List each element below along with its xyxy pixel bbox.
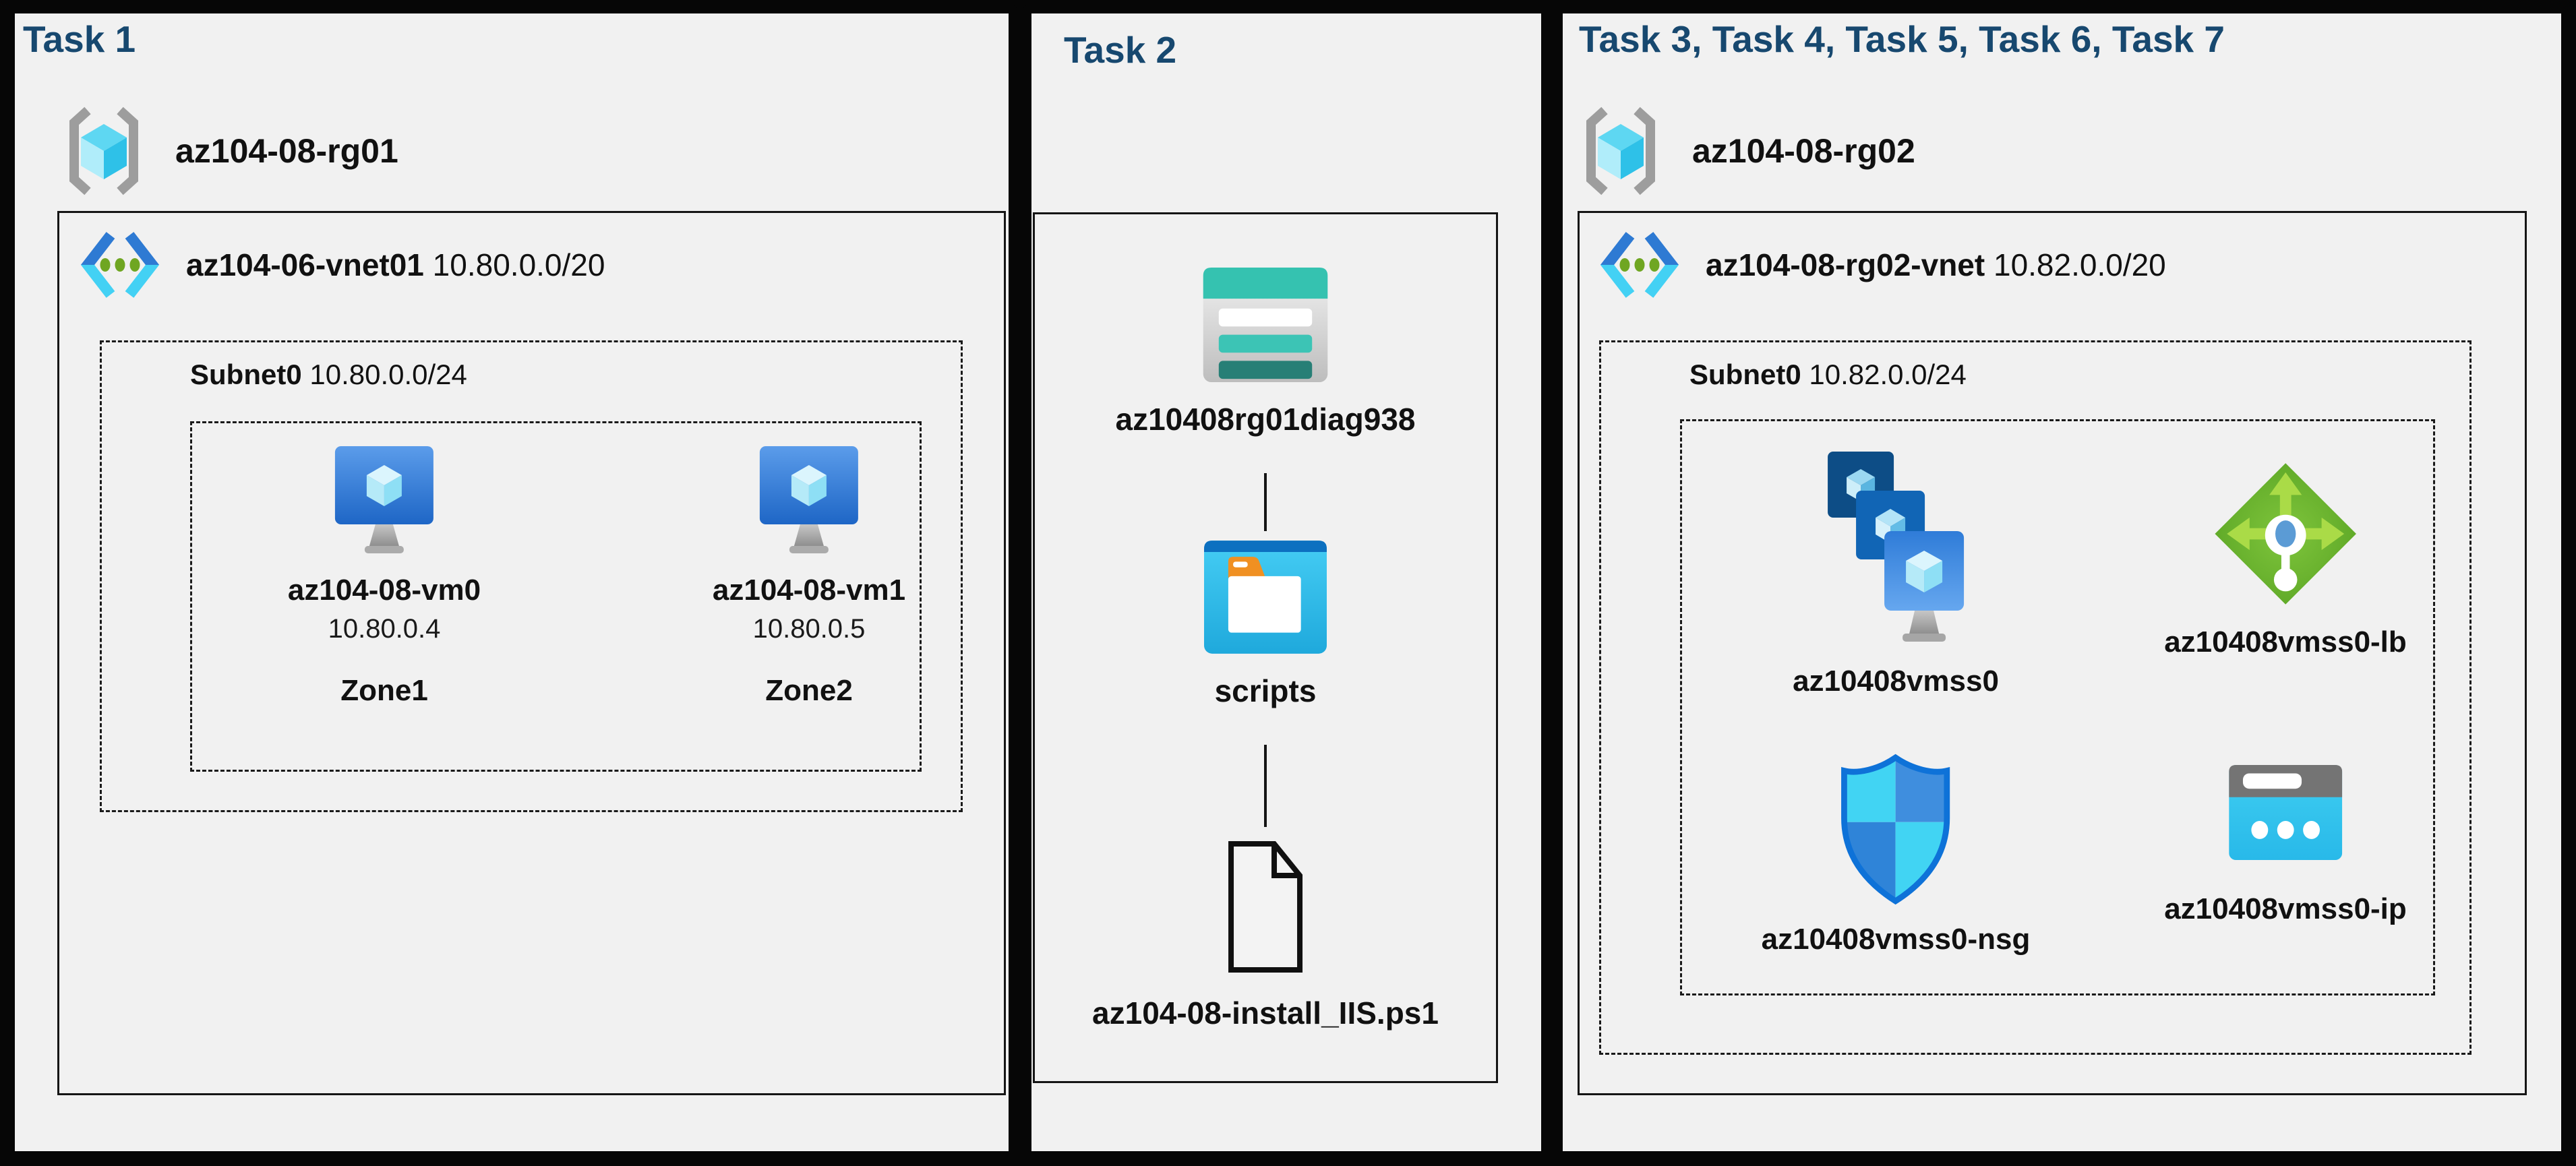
virtual-network-icon bbox=[1600, 232, 1679, 298]
file-document-icon bbox=[1228, 841, 1302, 973]
storage-account-block: az10408rg01diag938 bbox=[1115, 268, 1416, 437]
subnet-cidr: 10.80.0.0/24 bbox=[309, 359, 467, 390]
resource-group-name: az104-08-rg02 bbox=[1692, 132, 1915, 170]
subnet-name: Subnet0 bbox=[1689, 359, 1801, 390]
panel-task1 bbox=[7, 5, 1017, 1159]
task1-title: Task 1 bbox=[23, 18, 136, 60]
vnet-name: az104-06-vnet01 bbox=[186, 247, 424, 282]
script-file-name: az104-08-install_IIS.ps1 bbox=[1092, 995, 1439, 1031]
subnet-cidr: 10.82.0.0/24 bbox=[1809, 359, 1967, 390]
resource-group-row-rg01: az104-08-rg01 bbox=[61, 106, 398, 195]
virtual-machine-icon bbox=[759, 446, 858, 553]
panel-tasks3-7 bbox=[1555, 5, 2569, 1159]
vm-ip: 10.80.0.4 bbox=[328, 614, 441, 644]
load-balancer-name: az10408vmss0-lb bbox=[2164, 625, 2407, 658]
vnet-row-1: az104-06-vnet01 10.80.0.0/20 bbox=[80, 231, 605, 299]
container-block: scripts bbox=[1204, 541, 1327, 709]
network-security-group-shield-icon bbox=[1841, 754, 1950, 905]
vmss-group-box bbox=[1680, 419, 2435, 995]
nsg-block: az10408vmss0-nsg bbox=[1761, 754, 2031, 956]
vm-ip: 10.80.0.5 bbox=[752, 614, 866, 644]
subnet-box-2 bbox=[1599, 340, 2472, 1055]
vnet-label: az104-08-rg02-vnet 10.82.0.0/20 bbox=[1706, 247, 2166, 283]
vnet-label: az104-06-vnet01 10.80.0.0/20 bbox=[186, 247, 605, 283]
connector-line bbox=[1264, 473, 1267, 531]
public-ip-block: az10408vmss0-ip bbox=[2164, 765, 2407, 926]
task2-title: Task 2 bbox=[1064, 29, 1177, 71]
vnet-box-2 bbox=[1578, 211, 2527, 1095]
connector-line bbox=[1264, 745, 1267, 827]
load-balancer-icon bbox=[2215, 463, 2356, 605]
subnet-label-1: Subnet0 10.80.0.0/24 bbox=[190, 359, 467, 391]
resource-group-icon bbox=[1586, 106, 1655, 195]
vm1-block: az104-08-vm1 10.80.0.5 Zone2 bbox=[713, 445, 905, 708]
virtual-machine-icon bbox=[334, 446, 433, 553]
public-ip-name: az10408vmss0-ip bbox=[2164, 892, 2407, 925]
vm0-block: az104-08-vm0 10.80.0.4 Zone1 bbox=[288, 445, 481, 708]
subnet-box-1 bbox=[100, 340, 963, 812]
vm-name: az104-08-vm0 bbox=[287, 574, 481, 607]
public-ip-icon bbox=[2229, 765, 2342, 860]
virtual-network-icon bbox=[80, 232, 160, 298]
task2-content-box bbox=[1033, 212, 1498, 1083]
load-balancer-block: az10408vmss0-lb bbox=[2164, 460, 2407, 659]
script-file-block: az104-08-install_IIS.ps1 bbox=[1092, 838, 1439, 1031]
nsg-name: az10408vmss0-nsg bbox=[1761, 923, 2031, 956]
storage-account-name: az10408rg01diag938 bbox=[1115, 402, 1416, 437]
vnet-cidr: 10.80.0.0/20 bbox=[432, 247, 605, 282]
subnet-label-2: Subnet0 10.82.0.0/24 bbox=[1689, 359, 1967, 391]
vm-name: az104-08-vm1 bbox=[712, 574, 906, 607]
resource-group-row-rg02: az104-08-rg02 bbox=[1578, 106, 1915, 195]
tasks3-7-title: Task 3, Task 4, Task 5, Task 6, Task 7 bbox=[1579, 18, 2225, 60]
container-name: scripts bbox=[1214, 673, 1317, 708]
vnet-name: az104-08-rg02-vnet bbox=[1706, 247, 1985, 282]
storage-account-icon bbox=[1203, 268, 1328, 382]
resource-group-icon bbox=[69, 106, 138, 195]
blob-container-folder-icon bbox=[1204, 541, 1327, 654]
vm-zone: Zone2 bbox=[765, 674, 853, 707]
vm-group-box bbox=[190, 421, 922, 772]
vnet-box-1 bbox=[57, 211, 1006, 1095]
vm-zone: Zone1 bbox=[340, 674, 428, 707]
subnet-name: Subnet0 bbox=[190, 359, 302, 390]
vnet-cidr: 10.82.0.0/20 bbox=[1993, 247, 2166, 282]
vnet-row-2: az104-08-rg02-vnet 10.82.0.0/20 bbox=[1599, 231, 2166, 299]
vmss-name: az10408vmss0 bbox=[1793, 665, 1999, 698]
resource-group-name: az104-08-rg01 bbox=[175, 132, 398, 170]
vm-scale-set-icon bbox=[1828, 452, 1964, 642]
vmss-block: az10408vmss0 bbox=[1793, 450, 1999, 698]
